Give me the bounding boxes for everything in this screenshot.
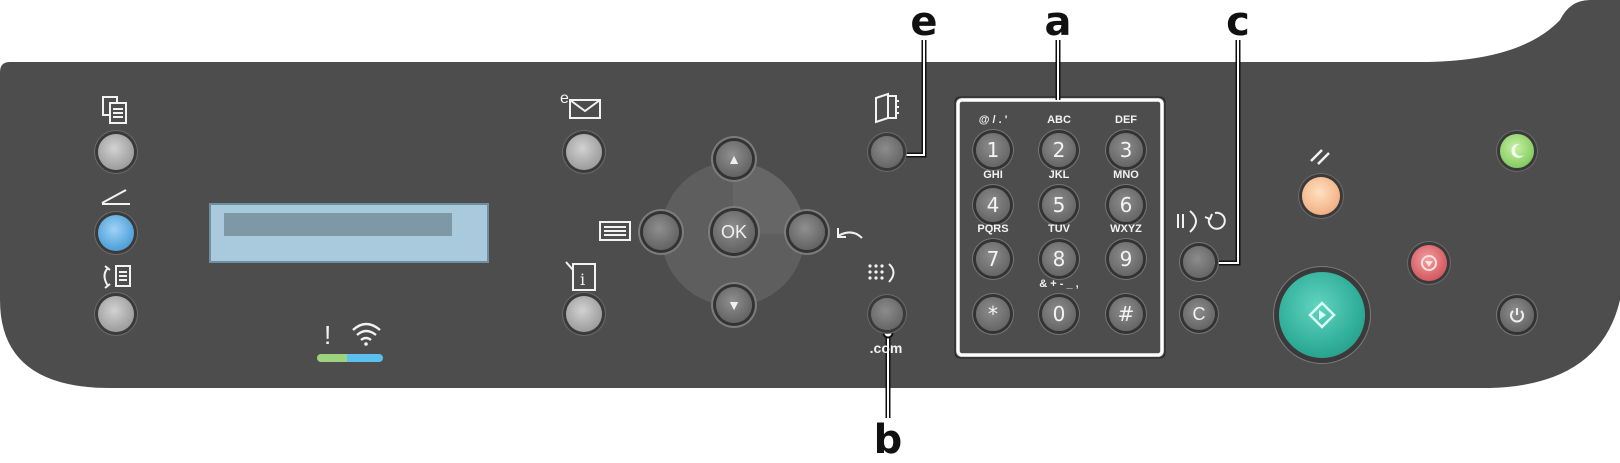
key-letters: & + - _ , [1039, 278, 1079, 290]
clear-all-button[interactable] [1302, 177, 1340, 215]
key-digit: 8 [1052, 247, 1066, 271]
address-book-button[interactable] [871, 136, 903, 168]
job-status-button[interactable] [566, 296, 602, 332]
speed-dial-button[interactable] [871, 298, 903, 330]
pause-redial-icon [1177, 210, 1226, 233]
down-arrow-button[interactable]: ▼ [716, 287, 752, 323]
key-star[interactable]: * [976, 297, 1010, 331]
status-bar-blue-cap [347, 354, 357, 362]
power-icon [1510, 308, 1524, 323]
key-letters: WXYZ [1110, 223, 1142, 235]
key-letters: TUV [1048, 223, 1070, 235]
key-digit: 0 [1052, 302, 1066, 326]
scan-button[interactable] [98, 215, 134, 251]
key-digit: # [1117, 302, 1135, 326]
svg-text:!: ! [324, 320, 331, 350]
key-letters: MNO [1113, 169, 1139, 181]
key-digit: * [988, 302, 998, 326]
right-arrow-back-button[interactable] [789, 214, 825, 250]
panel-body [0, 0, 1620, 388]
power-saver-button[interactable] [1500, 134, 1534, 168]
copy-icon [102, 96, 127, 124]
key-4[interactable]: 4 [976, 188, 1010, 222]
svg-text:e: e [560, 90, 569, 107]
start-icon [1308, 301, 1336, 329]
status-bar-green [317, 354, 353, 362]
key-6[interactable]: 6 [1109, 188, 1143, 222]
speed-dial-icon [868, 263, 895, 283]
pause-redial-button[interactable] [1183, 246, 1215, 278]
callout-e: e [910, 0, 938, 45]
callout-a: a [1044, 0, 1072, 45]
clear-button[interactable]: C [1183, 298, 1215, 330]
svg-text:i: i [580, 270, 585, 289]
key-3[interactable]: 3 [1109, 133, 1143, 167]
up-arrow-button[interactable]: ▲ [716, 141, 752, 177]
key-9[interactable]: 9 [1109, 242, 1143, 276]
key-digit: 1 [986, 138, 1000, 162]
email-button[interactable] [566, 134, 602, 170]
down-arrow-icon: ▼ [727, 297, 741, 313]
key-2[interactable]: 2 [1042, 133, 1076, 167]
email-icon: e [560, 90, 601, 119]
key-letters: PQRS [977, 223, 1009, 235]
key-letters: GHI [983, 169, 1003, 181]
key-digit: 3 [1119, 138, 1133, 162]
stop-icon [1421, 255, 1437, 271]
dotcom-label: .com [869, 340, 903, 356]
key-hash[interactable]: # [1109, 297, 1143, 331]
callout-b: b [873, 417, 903, 463]
ok-button[interactable]: OK [713, 211, 755, 253]
info-icon: i [565, 261, 596, 291]
key-letters: JKL [1048, 169, 1070, 181]
lcd-highlight-bar [224, 213, 452, 236]
address-book-icon [875, 92, 899, 124]
key-0[interactable]: 0 [1042, 297, 1076, 331]
key-letters: @ / . ' [978, 114, 1008, 126]
key-8[interactable]: 8 [1042, 242, 1076, 276]
start-button[interactable] [1279, 272, 1365, 358]
callout-c: c [1226, 0, 1250, 45]
fax-icon [103, 265, 131, 289]
key-5[interactable]: 5 [1042, 188, 1076, 222]
left-arrow-menu-button[interactable] [643, 214, 679, 250]
key-digit: 9 [1119, 247, 1133, 271]
key-7[interactable]: 7 [976, 242, 1010, 276]
power-button[interactable] [1500, 298, 1534, 332]
key-1[interactable]: 1 [976, 133, 1010, 167]
warning-icon: ! [324, 320, 331, 350]
key-digit: 5 [1052, 193, 1066, 217]
stop-button[interactable] [1411, 245, 1447, 281]
menu-icon [599, 221, 631, 241]
clear-all-icon [1310, 149, 1330, 165]
key-letters: DEF [1115, 114, 1137, 126]
key-digit: 7 [986, 247, 1000, 271]
fax-button[interactable] [98, 296, 134, 332]
scan-icon [101, 189, 130, 205]
key-digit: 2 [1052, 138, 1066, 162]
up-arrow-icon: ▲ [727, 151, 741, 167]
clear-label: C [1192, 303, 1206, 324]
key-digit: 6 [1119, 193, 1133, 217]
nav-pad-shade [733, 162, 805, 234]
ok-label: OK [720, 221, 747, 242]
moon-icon [1511, 143, 1524, 158]
back-icon [837, 228, 863, 239]
copy-button[interactable] [98, 134, 134, 170]
key-digit: 4 [986, 193, 1000, 217]
key-letters: ABC [1047, 114, 1071, 126]
wifi-icon [352, 322, 381, 346]
